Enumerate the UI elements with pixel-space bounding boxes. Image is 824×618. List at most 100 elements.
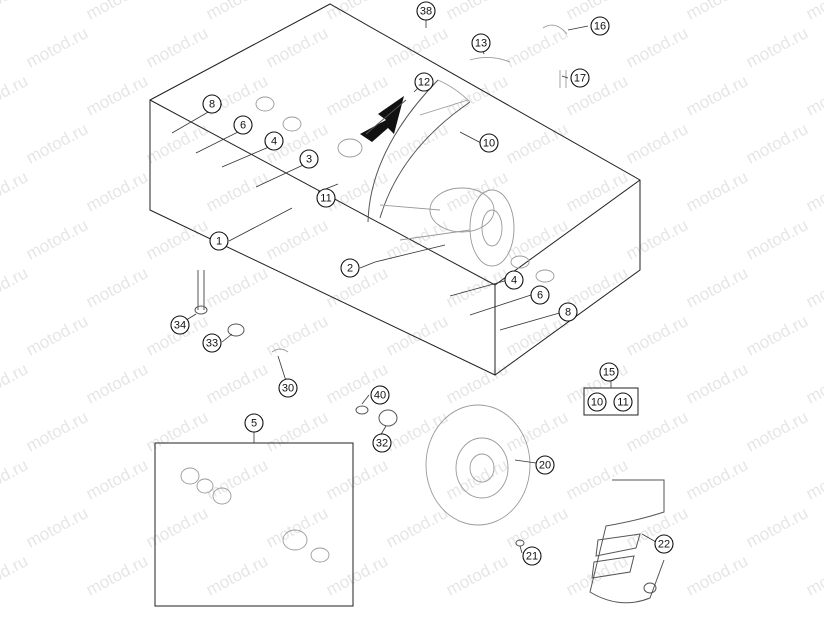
watermark-text: motod.ru: [743, 215, 811, 263]
callout-11a: 11: [316, 188, 336, 208]
callout-label: 2: [347, 263, 353, 275]
watermark-text: motod.ru: [383, 311, 451, 359]
callout-label: 21: [526, 551, 538, 563]
watermark-text: motod.ru: [323, 455, 391, 503]
watermark-text: motod.ru: [803, 263, 824, 311]
callout-label: 8: [565, 307, 571, 319]
callout-label: 1: [216, 236, 222, 248]
watermark-text: motod.ru: [503, 23, 571, 71]
bearing-kit-parts: [180, 467, 330, 563]
watermark-text: motod.ru: [83, 71, 151, 119]
watermark-text: motod.ru: [443, 71, 511, 119]
callout-label: 30: [282, 383, 294, 395]
callout-circle: [299, 149, 319, 169]
callout-circle: [558, 302, 578, 322]
watermark-text: motod.ru: [623, 407, 691, 455]
callout-6a: 6: [233, 115, 253, 135]
watermark-text: motod.ru: [263, 503, 331, 551]
callout-label: 6: [240, 120, 246, 132]
watermark-text: motod.ru: [83, 455, 151, 503]
watermark-text: motod.ru: [623, 119, 691, 167]
callout-label: 22: [658, 539, 670, 551]
callout-40: 40: [370, 385, 390, 405]
callout-label: 10: [483, 138, 495, 150]
callout-6b: 6: [530, 285, 550, 305]
watermark-text: motod.ru: [323, 0, 391, 24]
watermark-text: motod.ru: [683, 0, 751, 24]
callout-13: 13: [471, 33, 491, 53]
callout-circle: [535, 455, 555, 475]
watermark-text: motod.ru: [203, 167, 271, 215]
watermark-text: motod.ru: [383, 503, 451, 551]
watermark-text: motod.ru: [0, 551, 31, 599]
watermark-text: motod.ru: [263, 407, 331, 455]
callout-circle: [372, 433, 392, 453]
watermark-text: motod.ru: [683, 359, 751, 407]
callout-17: 17: [570, 68, 590, 88]
callout-label: 4: [271, 136, 277, 148]
callout-30: 30: [278, 378, 298, 398]
watermark-text: motod.ru: [683, 263, 751, 311]
watermark-text: motod.ru: [563, 167, 631, 215]
callout-circle: [202, 94, 222, 114]
callout-label: 4: [511, 275, 517, 287]
watermark-text: motod.ru: [383, 407, 451, 455]
callout-2: 2: [340, 258, 360, 278]
callout-33: 33: [202, 333, 222, 353]
watermark-text: motod.ru: [743, 311, 811, 359]
hub-drawing: [255, 96, 555, 283]
callout-circle: [414, 72, 434, 92]
callout-label: 40: [374, 390, 386, 402]
watermark-text: motod.ru: [323, 167, 391, 215]
callout-circle: [340, 258, 360, 278]
callout-circle: [570, 68, 590, 88]
callout-label: 33: [206, 338, 218, 350]
callout-label: 34: [174, 320, 186, 332]
watermark-text: motod.ru: [443, 263, 511, 311]
watermark-text: motod.ru: [0, 263, 31, 311]
watermark-text: motod.ru: [683, 551, 751, 599]
callout-circle: [587, 392, 607, 412]
watermark-text: motod.ru: [623, 215, 691, 263]
callout-4b: 4: [504, 270, 524, 290]
callout-label: 17: [574, 73, 586, 85]
callout-circle: [590, 16, 610, 36]
watermark-text: motod.ru: [263, 23, 331, 71]
watermark-text: motod.ru: [0, 455, 31, 503]
callout-label: 10: [591, 397, 603, 409]
watermark-text: motod.ru: [0, 71, 31, 119]
wheel-assembly-frame: [149, 3, 641, 376]
watermark-text: motod.ru: [563, 455, 631, 503]
callout-circle: [370, 385, 390, 405]
rim-drawing: [360, 79, 471, 223]
watermark-text: motod.ru: [803, 0, 824, 24]
disc-guard-drawing: [515, 479, 665, 604]
watermark-text: motod.ru: [83, 359, 151, 407]
callout-label: 5: [251, 418, 257, 430]
watermark-text: motod.ru: [683, 71, 751, 119]
callout-circle: [209, 231, 229, 251]
watermark-text: motod.ru: [443, 167, 511, 215]
callout-38: 38: [416, 1, 436, 21]
callout-12: 12: [414, 72, 434, 92]
callout-label: 20: [539, 460, 551, 472]
callout-label: 15: [603, 367, 615, 379]
callout-label: 16: [594, 21, 606, 33]
callout-circle: [479, 133, 499, 153]
callout-32: 32: [372, 433, 392, 453]
watermark-text: motod.ru: [83, 167, 151, 215]
watermark-text: motod.ru: [683, 455, 751, 503]
watermark-text: motod.ru: [23, 23, 91, 71]
callout-8a: 8: [202, 94, 222, 114]
watermark-text: motod.ru: [803, 71, 824, 119]
watermark-text: motod.ru: [443, 551, 511, 599]
watermark-text: motod.ru: [263, 311, 331, 359]
callout-circle: [416, 1, 436, 21]
watermark-text: motod.ru: [23, 407, 91, 455]
callout-1: 1: [209, 231, 229, 251]
watermark-text: motod.ru: [83, 551, 151, 599]
callout-circle: [654, 534, 674, 554]
watermark-text: motod.ru: [443, 0, 511, 24]
watermark-text: motod.ru: [143, 119, 211, 167]
